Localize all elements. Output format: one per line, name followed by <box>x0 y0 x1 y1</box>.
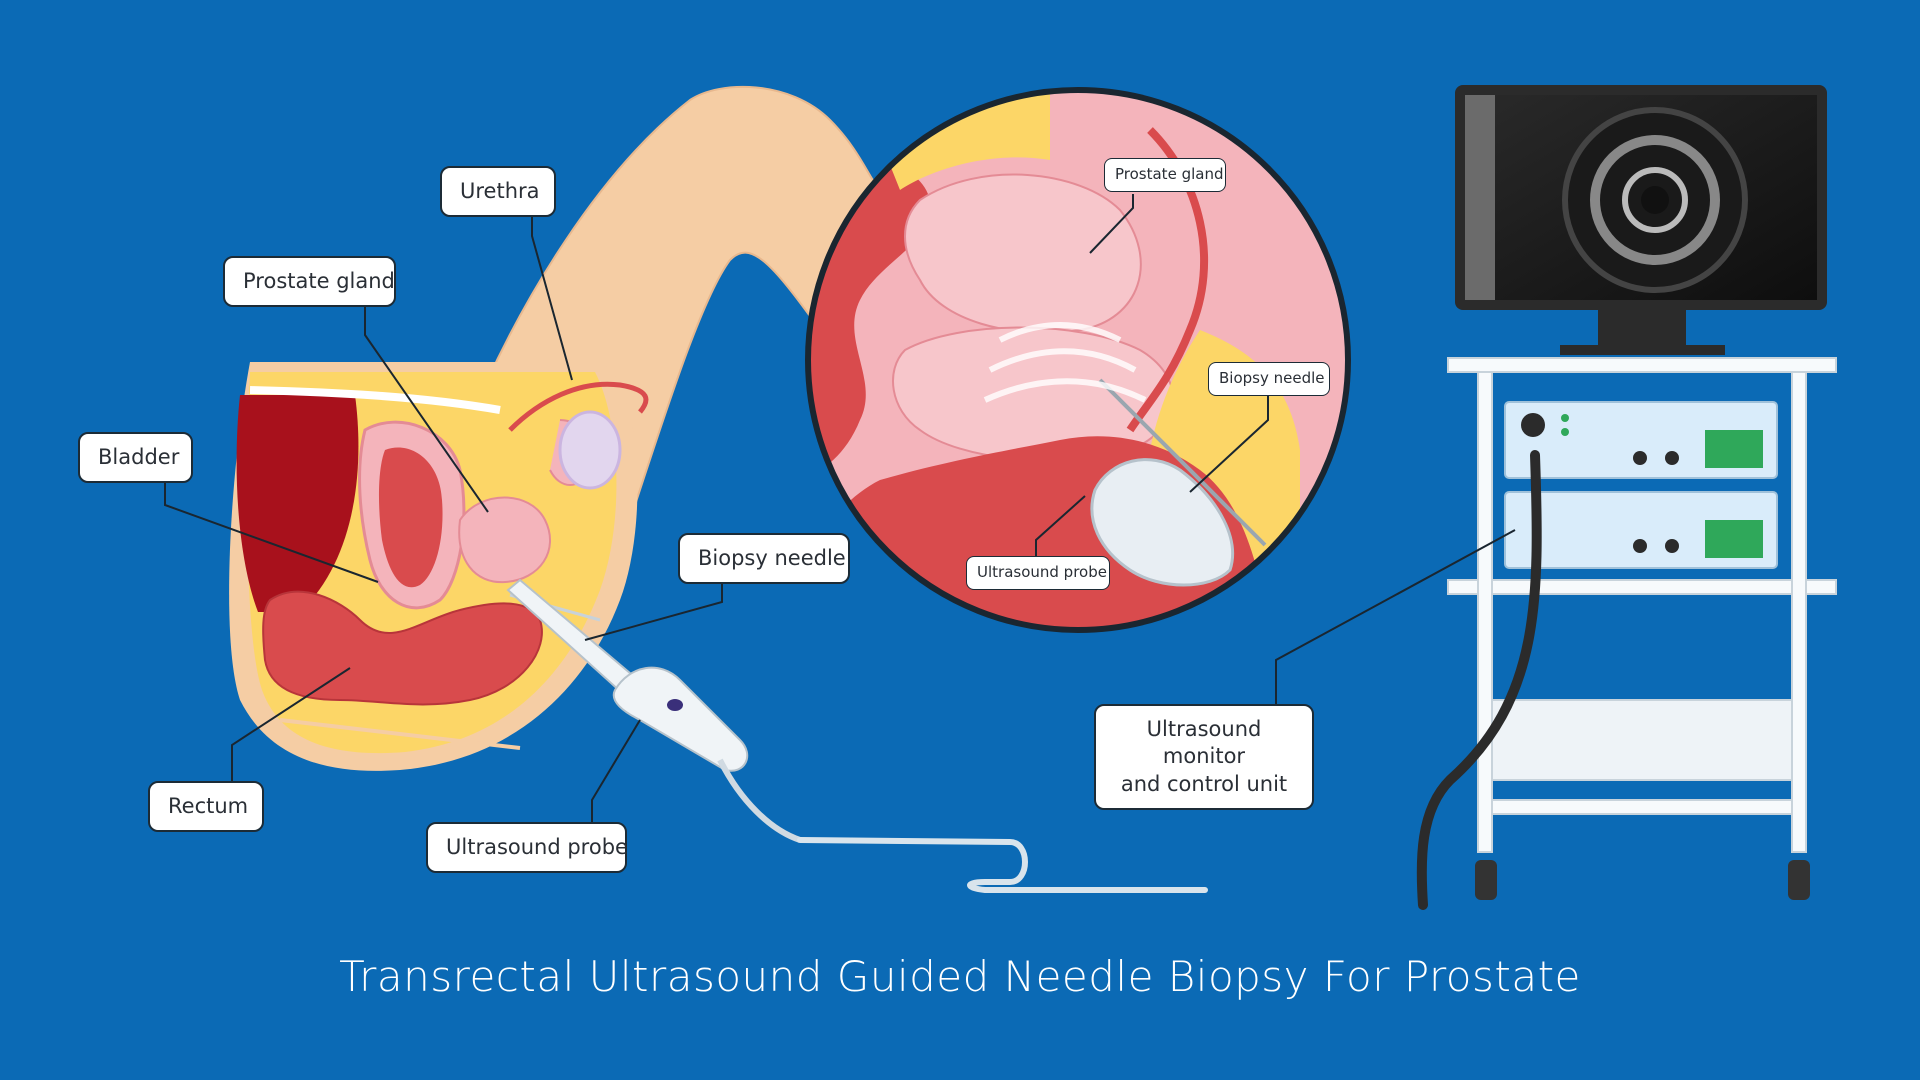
label-rectum: Rectum <box>148 781 264 833</box>
diagram-title: Transrectal Ultrasound Guided Needle Bio… <box>339 952 1581 1001</box>
label-ultrasound-probe: Ultrasound probe <box>426 822 628 874</box>
label-bladder: Bladder <box>78 432 193 484</box>
label-urethra: Urethra <box>440 166 556 218</box>
anatomy-cross-section <box>229 85 1208 893</box>
label-zoom-prostate-gland: Prostate gland <box>1104 158 1226 192</box>
label-monitor-line1: Ultrasound monitor <box>1146 717 1262 769</box>
label-zoom-ultrasound-probe: Ultrasound probe <box>966 556 1110 590</box>
label-zoom-biopsy-needle: Biopsy needle <box>1208 362 1330 396</box>
zoom-circle <box>805 87 1351 633</box>
label-biopsy-needle: Biopsy needle <box>678 533 850 585</box>
label-monitor-line2: and control unit <box>1120 771 1288 796</box>
label-prostate-gland: Prostate gland <box>223 256 396 308</box>
leader-lines <box>164 194 1516 826</box>
label-ultrasound-monitor: Ultrasound monitor and control unit <box>1094 704 1314 810</box>
ultrasound-cart <box>1416 85 1837 910</box>
